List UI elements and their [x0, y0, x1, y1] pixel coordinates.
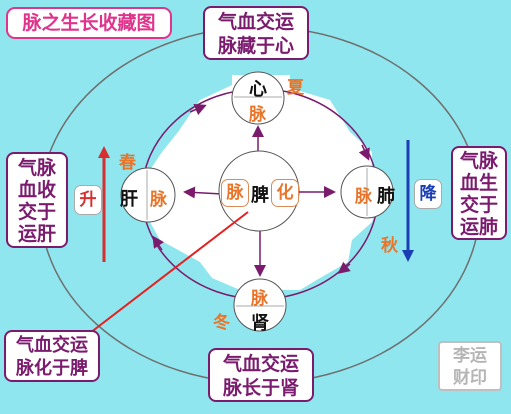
title-text: 脉之生长收藏图: [22, 12, 156, 34]
cycle-arrow-top: [189, 104, 207, 116]
center-note-line-1: 气血交运: [16, 335, 88, 356]
inner-arrow-left: [183, 186, 223, 199]
rise-label: 升: [74, 185, 102, 215]
spleen-label: 脾: [251, 185, 269, 206]
left-note-line-3: 交于: [17, 201, 56, 223]
right-note-line-2: 血生: [459, 172, 498, 194]
top-note-line-1: 气血交运: [217, 11, 294, 33]
liver-mai-label: 脉: [150, 190, 167, 210]
bottom-note: 气血交运 脉长于肾: [208, 348, 314, 402]
top-note: 气血交运 脉藏于心: [203, 6, 309, 60]
kidney-circle: [233, 278, 287, 332]
spleen-hua-tag: 化: [271, 179, 299, 207]
liver-circle: [120, 167, 176, 223]
season-autumn: 秋: [381, 236, 398, 256]
right-note: 气脉 血生 交于 运肺: [451, 146, 507, 240]
diagram-title: 脉之生长收藏图: [6, 7, 172, 39]
bottom-note-line-1: 气血交运: [222, 353, 299, 375]
right-note-line-1: 气脉: [459, 150, 498, 172]
cycle-arrow-right-bottom: [337, 261, 351, 274]
seal-line-1: 李运: [453, 346, 487, 366]
lung-label: 肺: [377, 186, 395, 207]
season-spring: 春: [119, 153, 136, 173]
bottom-note-line-2: 脉长于肾: [222, 377, 299, 399]
top-note-line-2: 脉藏于心: [217, 35, 294, 57]
cycle-arrow-left-bottom: [152, 235, 164, 251]
center-note: 气血交运 脉化于脾: [4, 330, 100, 382]
heart-circle: [231, 71, 285, 125]
heart-label: 心: [249, 79, 267, 100]
fall-arrowhead: [402, 250, 414, 262]
season-winter: 冬: [213, 313, 230, 333]
left-note-line-4: 运肝: [17, 223, 56, 245]
pointer-line: [85, 211, 249, 337]
season-summer: 夏: [287, 78, 304, 98]
seal-line-2: 财印: [453, 368, 487, 388]
spleen-circle: [218, 150, 300, 232]
author-seal: 李运 财印: [438, 341, 502, 391]
kidney-mai-label: 脉: [251, 289, 268, 309]
left-note: 气脉 血收 交于 运肝: [6, 152, 68, 248]
cycle-arrow-right-top: [358, 144, 370, 161]
right-note-line-4: 运肺: [459, 216, 498, 238]
center-note-line-2: 脉化于脾: [16, 358, 88, 379]
kidney-label: 肾: [251, 313, 269, 334]
right-note-line-3: 交于: [459, 194, 498, 216]
fall-label: 降: [414, 179, 442, 209]
left-note-line-2: 血收: [17, 179, 56, 201]
lung-mai-label: 脉: [355, 187, 372, 207]
rise-arrowhead: [98, 146, 110, 158]
liver-label: 肝: [120, 189, 138, 210]
spleen-mai-tag: 脉: [221, 179, 249, 207]
heart-mai-label: 脉: [249, 105, 266, 125]
left-note-line-1: 气脉: [17, 157, 56, 179]
